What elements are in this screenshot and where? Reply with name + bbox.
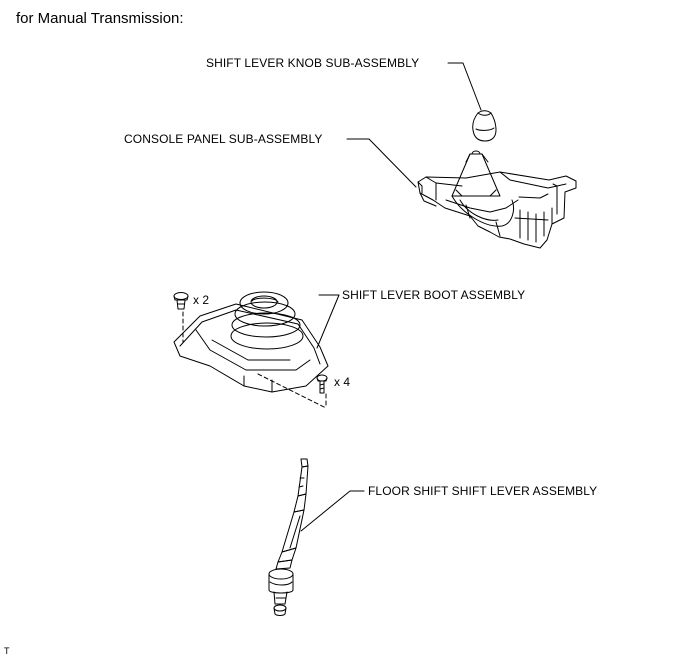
clip-icon: [173, 292, 189, 310]
screw-icon: [316, 374, 328, 394]
leader-lines: [300, 62, 482, 532]
label-console-panel: CONSOLE PANEL SUB-ASSEMBLY: [124, 132, 323, 146]
label-shift-lever-boot: SHIFT LEVER BOOT ASSEMBLY: [342, 288, 526, 302]
console-panel-illustration: [417, 150, 577, 249]
label-shift-lever-knob: SHIFT LEVER KNOB SUB-ASSEMBLY: [206, 56, 420, 70]
shift-knob-illustration: [472, 110, 497, 142]
label-floor-shift-lever: FLOOR SHIFT SHIFT LEVER ASSEMBLY: [368, 484, 598, 498]
diagram-heading: for Manual Transmission:: [16, 10, 184, 27]
screw-quantity: x 4: [334, 375, 351, 389]
shift-lever-illustration: [268, 458, 309, 616]
corner-mark: T: [4, 646, 10, 656]
shift-boot-illustration: [173, 291, 329, 409]
clip-quantity: x 2: [193, 293, 210, 307]
